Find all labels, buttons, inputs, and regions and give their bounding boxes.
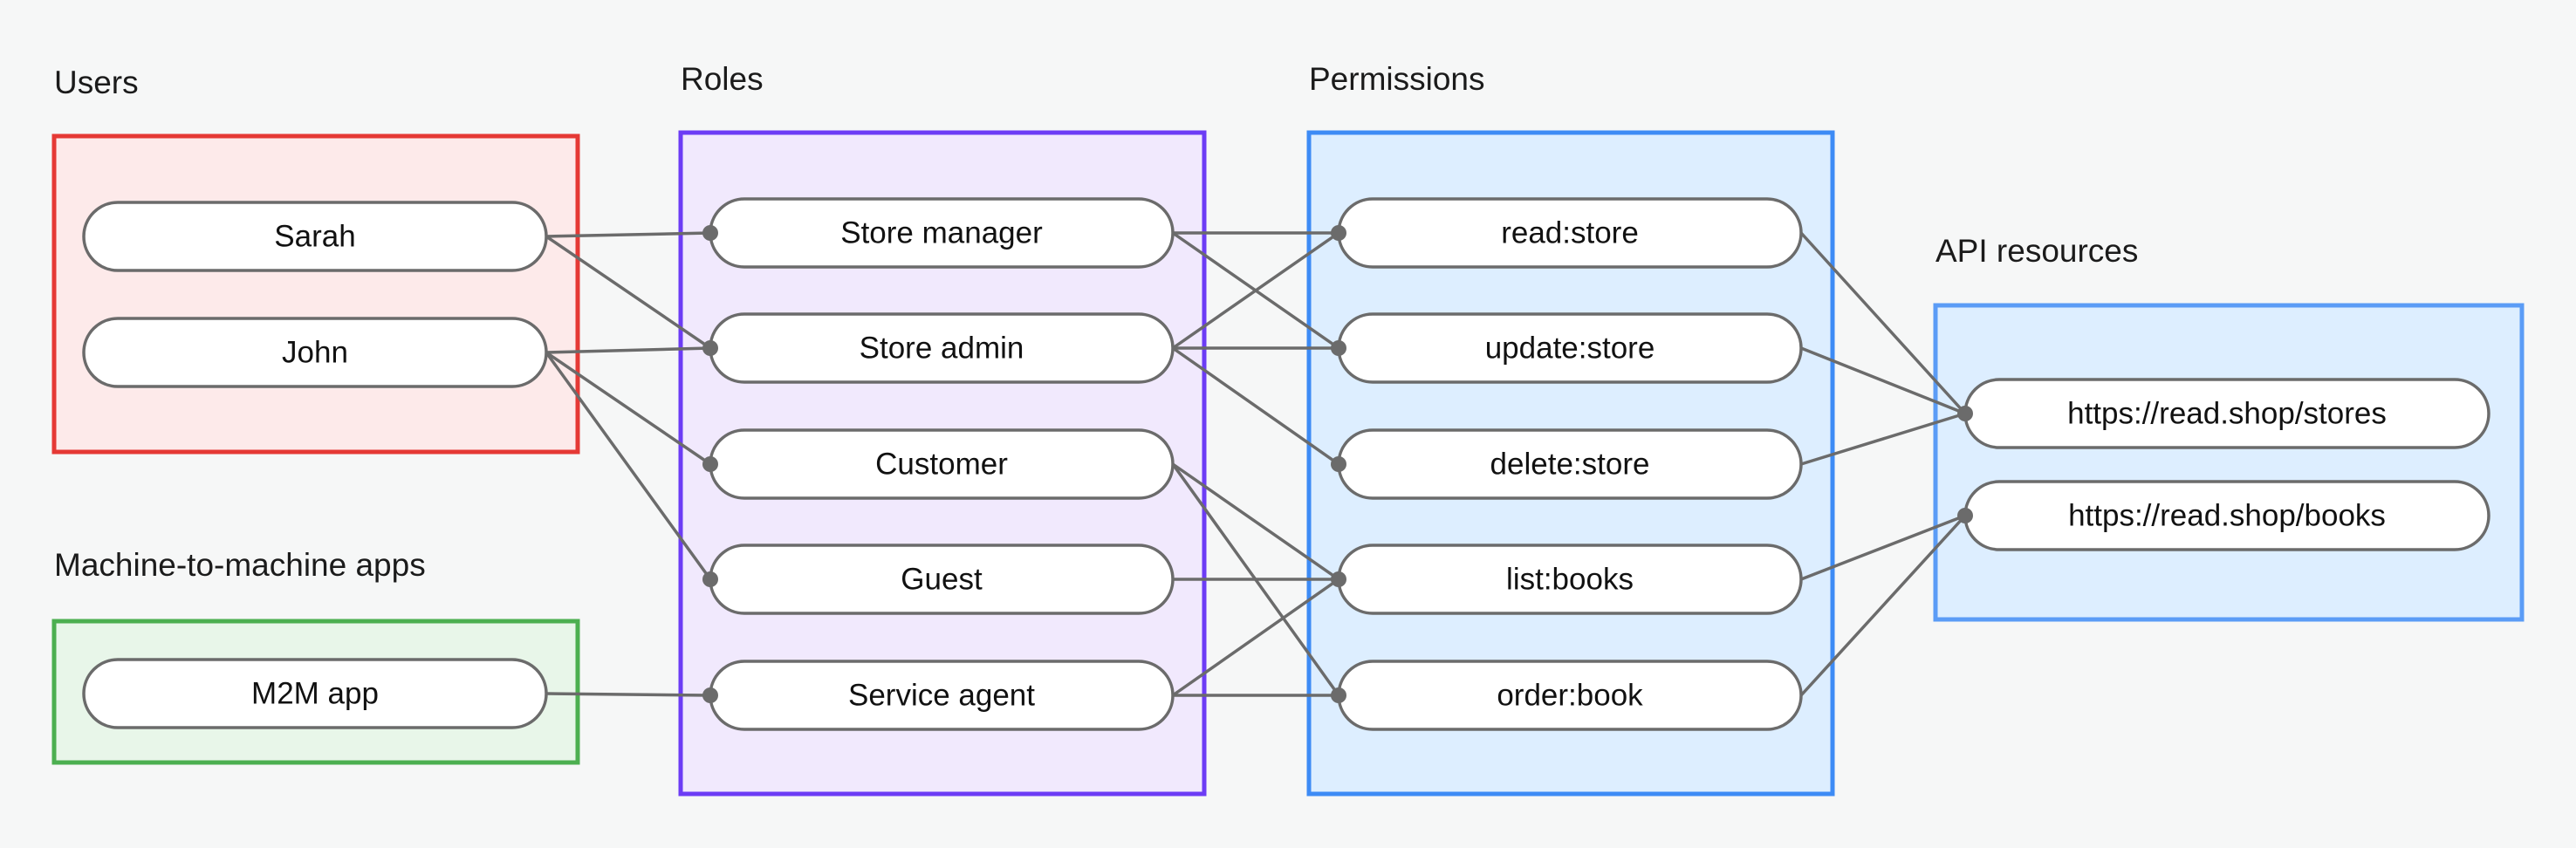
port-icon-store-admin xyxy=(702,340,718,356)
node-label-m2m-app: M2M app xyxy=(251,676,379,710)
node-label-sarah: Sarah xyxy=(274,219,355,253)
node-list-books[interactable]: list:books xyxy=(1337,544,1803,615)
node-label-store-admin: Store admin xyxy=(860,331,1024,365)
edge-sarah-to-store-admin xyxy=(545,235,711,350)
node-label-stores-url: https://read.shop/stores xyxy=(2067,396,2387,430)
roles-title: Roles xyxy=(681,61,764,97)
port-layer xyxy=(702,225,1973,703)
users-title: Users xyxy=(54,65,139,100)
node-label-service-agent: Service agent xyxy=(848,678,1035,712)
node-store-admin[interactable]: Store admin xyxy=(709,312,1175,384)
port-icon-service-agent xyxy=(702,687,718,703)
port-icon-list-books xyxy=(1331,571,1346,587)
edge-service-agent-to-list-books xyxy=(1171,578,1340,697)
node-order-book[interactable]: order:book xyxy=(1337,660,1803,731)
node-customer[interactable]: Customer xyxy=(709,428,1175,500)
edge-john-to-guest xyxy=(545,351,712,581)
node-update-store[interactable]: update:store xyxy=(1337,312,1803,384)
node-shape-m2m-app xyxy=(82,658,548,729)
node-sarah[interactable]: Sarah xyxy=(82,201,548,272)
node-label-list-books: list:books xyxy=(1506,562,1634,596)
edge-layer xyxy=(545,231,1967,697)
node-label-read-store: read:store xyxy=(1501,215,1639,250)
node-m2m-app[interactable]: M2M app xyxy=(82,658,548,729)
node-label-update-store: update:store xyxy=(1485,331,1655,365)
node-shape-john xyxy=(82,317,548,388)
node-label-books-url: https://read.shop/books xyxy=(2068,498,2386,532)
edge-customer-to-list-books xyxy=(1172,462,1339,581)
edge-update-store-to-stores-url xyxy=(1800,346,1966,415)
permissions-title: Permissions xyxy=(1309,61,1485,97)
node-service-agent[interactable]: Service agent xyxy=(709,660,1175,731)
node-delete-store[interactable]: delete:store xyxy=(1337,428,1803,500)
node-guest[interactable]: Guest xyxy=(709,544,1175,615)
node-label-john: John xyxy=(282,335,348,369)
edge-m2m-app-to-service-agent xyxy=(545,692,711,697)
edge-sarah-to-store-manager xyxy=(545,231,711,238)
port-icon-books-url xyxy=(1957,508,1973,523)
port-icon-store-manager xyxy=(702,225,718,241)
node-label-order-book: order:book xyxy=(1497,678,1643,712)
node-stores-url[interactable]: https://read.shop/stores xyxy=(1963,378,2490,449)
edge-read-store-to-stores-url xyxy=(1799,231,1967,415)
node-label-customer: Customer xyxy=(875,447,1008,481)
node-label-delete-store: delete:store xyxy=(1490,447,1650,481)
node-read-store[interactable]: read:store xyxy=(1337,197,1803,269)
edge-order-book-to-books-url xyxy=(1799,514,1967,697)
node-label-guest: Guest xyxy=(901,562,983,596)
edge-list-books-to-books-url xyxy=(1800,514,1966,581)
node-john[interactable]: John xyxy=(82,317,548,388)
node-store-manager[interactable]: Store manager xyxy=(709,197,1175,269)
edge-store-admin-to-delete-store xyxy=(1171,346,1340,466)
edge-john-to-customer xyxy=(545,351,711,466)
port-icon-delete-store xyxy=(1331,456,1346,472)
port-icon-guest xyxy=(702,571,718,587)
edge-delete-store-to-stores-url xyxy=(1800,412,1966,466)
group-box-api xyxy=(1933,303,2525,622)
edge-store-admin-to-read-store xyxy=(1172,231,1339,350)
port-icon-order-book xyxy=(1331,687,1346,703)
edge-john-to-store-admin xyxy=(545,346,711,354)
port-icon-customer xyxy=(702,456,718,472)
group-box-users xyxy=(51,133,580,455)
node-shape-sarah xyxy=(82,201,548,272)
port-icon-stores-url xyxy=(1957,406,1973,421)
m2m-title: Machine-to-machine apps xyxy=(54,547,426,583)
port-icon-update-store xyxy=(1331,340,1346,356)
node-label-store-manager: Store manager xyxy=(840,215,1043,250)
api-title: API resources xyxy=(1935,233,2138,269)
node-books-url[interactable]: https://read.shop/books xyxy=(1963,480,2490,551)
port-icon-read-store xyxy=(1331,225,1346,241)
